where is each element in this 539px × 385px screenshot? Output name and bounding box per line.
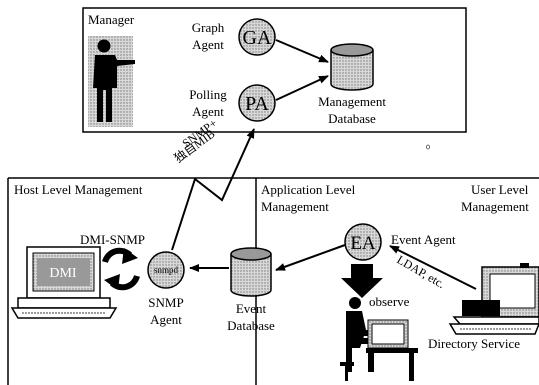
stray-mark bbox=[426, 144, 430, 150]
application-level-title-1: Application Level bbox=[261, 182, 356, 197]
manager-frame bbox=[82, 7, 467, 133]
graph-agent-abbr: GA bbox=[243, 27, 272, 49]
directory-service-computer-icon bbox=[448, 263, 539, 335]
dmi-screen-label: DMI bbox=[49, 266, 77, 281]
snmpd-label: snmpd bbox=[154, 265, 179, 275]
observe-arrow-icon bbox=[341, 264, 383, 298]
snmp-agent-label-2: Agent bbox=[150, 312, 182, 327]
person-at-desk-icon bbox=[340, 297, 418, 381]
polling-agent-label-1: Polling bbox=[189, 87, 227, 102]
polling-agent-abbr: PA bbox=[245, 93, 269, 115]
graph-agent-label-1: Graph bbox=[191, 20, 225, 35]
event-database-icon bbox=[230, 247, 272, 297]
application-level-title-2: Management bbox=[261, 199, 329, 214]
graph-agent-node bbox=[238, 18, 276, 56]
sync-arrows-icon bbox=[102, 247, 140, 291]
user-level-title-2: Management bbox=[461, 199, 529, 214]
arrow-ga-to-db bbox=[275, 39, 329, 63]
event-database-label-1: Event bbox=[235, 301, 267, 316]
event-agent-abbr: EA bbox=[350, 233, 376, 254]
arrow-ldap-to-ea bbox=[389, 245, 477, 290]
snmpd-node bbox=[147, 251, 185, 289]
arrow-ea-to-eventdb bbox=[275, 244, 346, 271]
dmi-computer-icon bbox=[10, 246, 118, 319]
event-database-label-2: Database bbox=[227, 318, 275, 333]
graph-agent-label-2: Agent bbox=[192, 37, 224, 52]
directory-service-label: Directory Service bbox=[428, 336, 521, 351]
polling-agent-node bbox=[238, 84, 276, 122]
zigzag-protocol-arrow bbox=[171, 128, 255, 251]
snmp-agent-label-1: SNMP bbox=[148, 295, 184, 310]
management-database-icon bbox=[330, 43, 374, 91]
management-database-label-1: Management bbox=[318, 94, 386, 109]
polling-agent-label-2: Agent bbox=[192, 104, 224, 119]
event-agent-node bbox=[344, 223, 382, 261]
manager-title: Manager bbox=[88, 12, 135, 27]
arrow-pa-to-db bbox=[275, 75, 329, 101]
user-level-title-1: User Level bbox=[471, 182, 529, 197]
host-level-title: Host Level Management bbox=[14, 182, 143, 197]
management-database-label-2: Database bbox=[328, 111, 376, 126]
event-agent-label: Event Agent bbox=[391, 232, 456, 247]
manager-figure-icon bbox=[88, 36, 135, 127]
observe-label: observe bbox=[369, 294, 410, 309]
dmi-snmp-label: DMI-SNMP bbox=[80, 232, 146, 247]
